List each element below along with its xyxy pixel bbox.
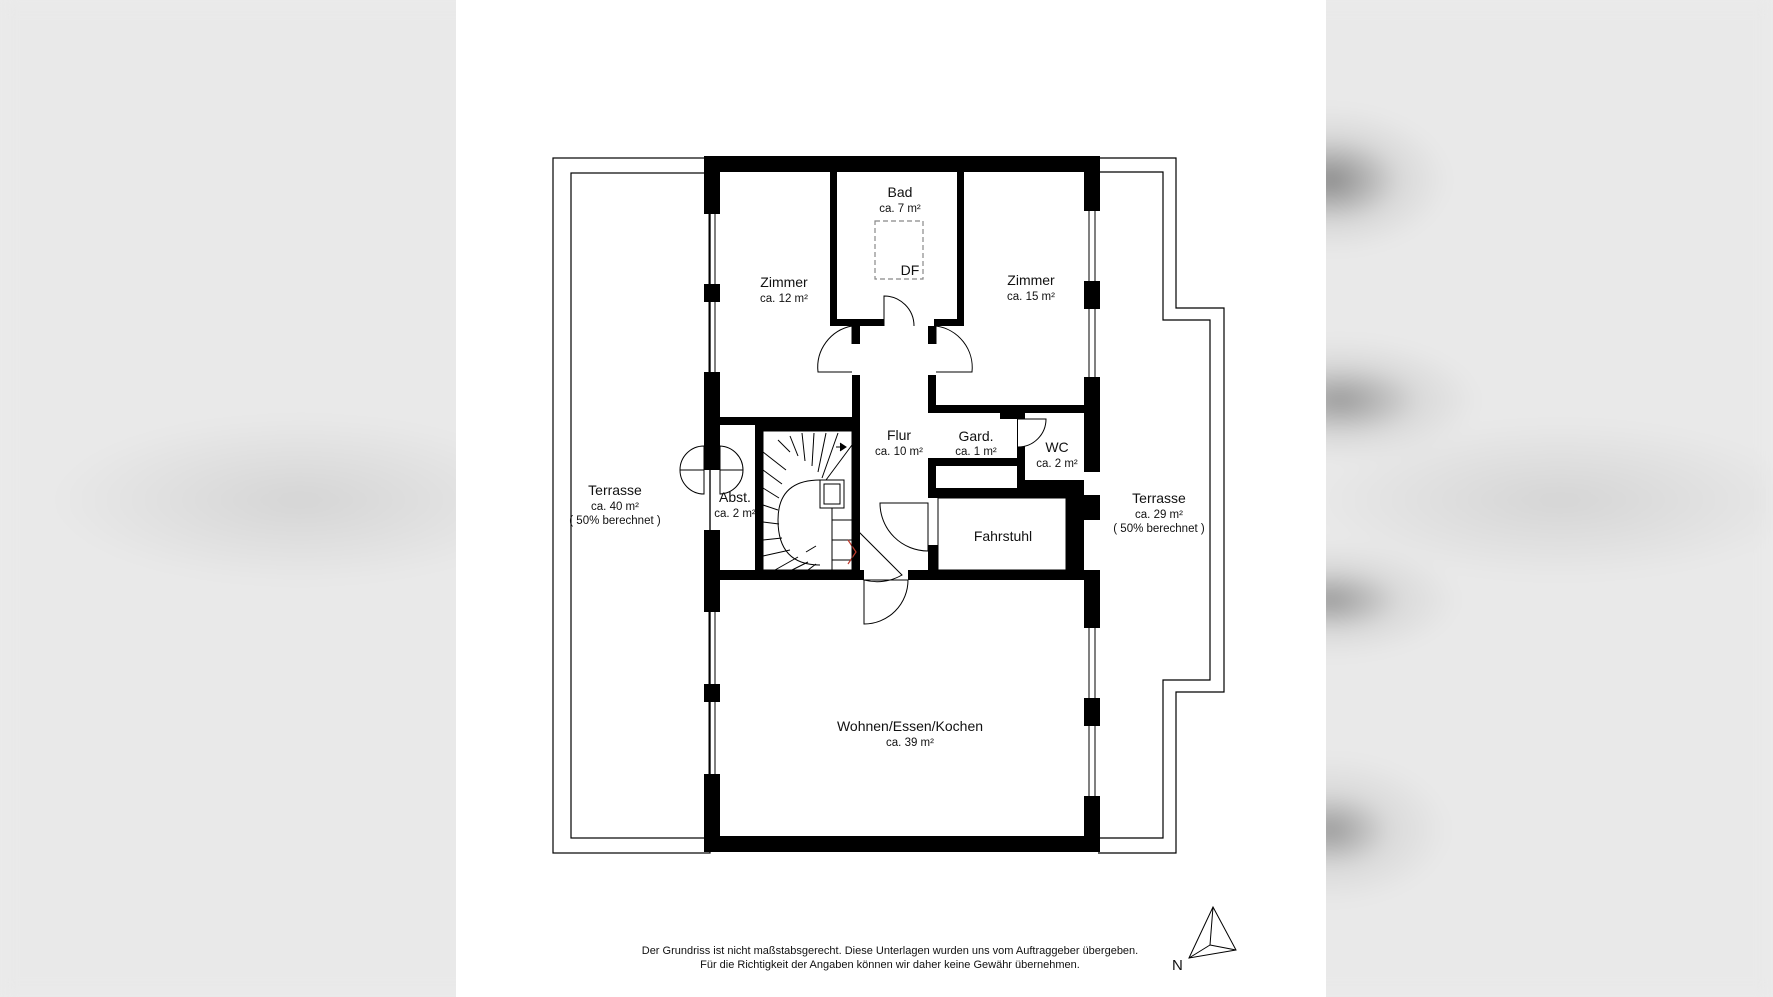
flur-area: ca. 10 m²	[875, 446, 923, 458]
wohnen-name: Wohnen/Essen/Kochen	[837, 718, 983, 734]
zimmer-right-name: Zimmer	[1007, 272, 1055, 288]
flur-name: Flur	[887, 427, 911, 443]
staircase	[762, 430, 853, 571]
roof-window	[874, 220, 924, 280]
disclaimer-line-1: Der Grundriss ist nicht maßstabsgerecht.…	[641, 945, 1139, 957]
terrasse-left-name: Terrasse	[588, 482, 642, 498]
terrasse-right-area: ca. 29 m²	[1135, 509, 1183, 521]
windows	[708, 211, 1096, 796]
outer-walls	[704, 156, 1100, 852]
north-label: N	[1172, 957, 1183, 974]
gard-area: ca. 1 m²	[955, 446, 997, 458]
floor-plan: Bad ca. 7 m² DF Zimmer ca. 12 m² Zimmer …	[552, 156, 1237, 974]
wc-name: WC	[1045, 439, 1068, 455]
gard-name: Gard.	[958, 428, 993, 444]
north-arrow-icon	[1188, 905, 1237, 959]
wc-area: ca. 2 m²	[1036, 458, 1078, 470]
doors	[679, 295, 1047, 625]
interior-walls	[704, 156, 1100, 580]
bad-area: ca. 7 m²	[879, 203, 921, 215]
terrasse-right-name: Terrasse	[1132, 490, 1186, 506]
df-label: DF	[901, 262, 920, 278]
terrace-right	[1098, 157, 1225, 854]
terrace-left	[552, 157, 711, 854]
terrasse-left-note: ( 50% berechnet )	[569, 515, 661, 527]
abst-area: ca. 2 m²	[714, 508, 756, 520]
terrasse-right-note: ( 50% berechnet )	[1113, 523, 1205, 535]
wohnen-area: ca. 39 m²	[886, 737, 934, 749]
terrasse-left-area: ca. 40 m²	[591, 501, 639, 513]
zimmer-left-name: Zimmer	[760, 274, 808, 290]
zimmer-left-area: ca. 12 m²	[760, 293, 808, 305]
room-labels: Bad ca. 7 m² DF Zimmer ca. 12 m² Zimmer …	[569, 184, 1205, 749]
bad-name: Bad	[888, 184, 913, 200]
fahrstuhl-name: Fahrstuhl	[974, 528, 1032, 544]
elevator-shaft	[937, 497, 1067, 571]
disclaimer-line-2: Für die Richtigkeit der Angaben können w…	[700, 959, 1080, 971]
stair-direction-arrow	[847, 539, 857, 565]
abst-name: Abst.	[719, 489, 751, 505]
zimmer-right-area: ca. 15 m²	[1007, 291, 1055, 303]
